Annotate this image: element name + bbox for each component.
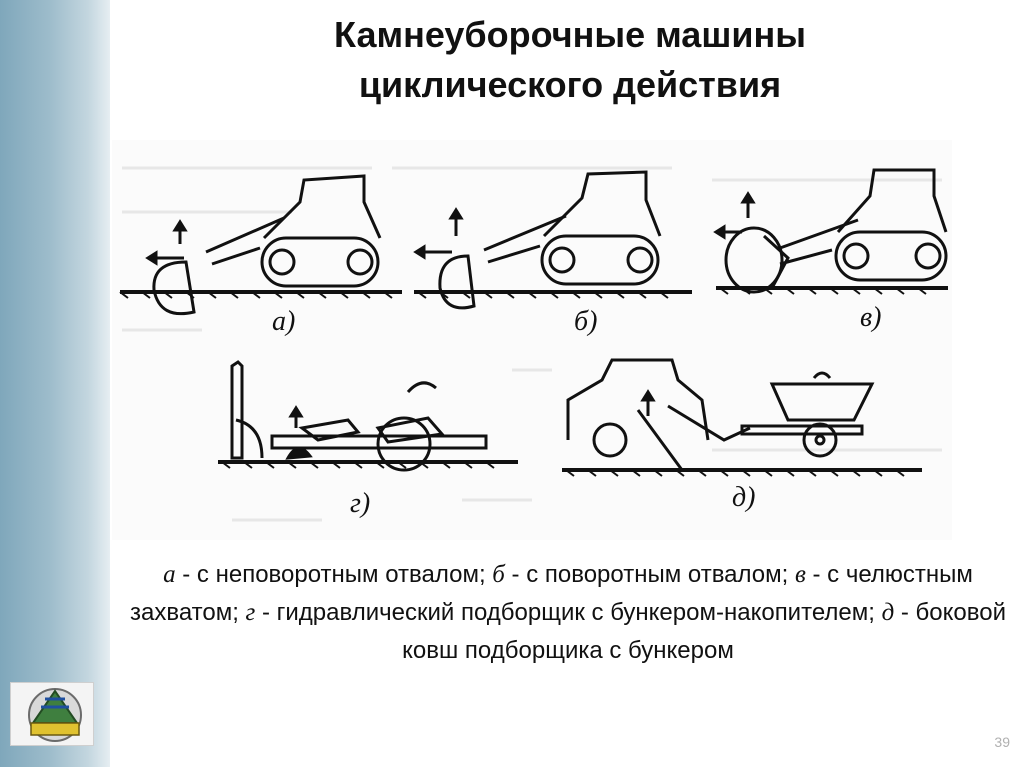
caption-letter-a: а: [163, 561, 176, 588]
label-b: б): [574, 306, 597, 337]
caption-text-b: - с поворотным отвалом;: [504, 561, 795, 588]
machine-b-drawing: [413, 170, 692, 310]
machine-d-drawing: [562, 358, 922, 477]
caption-text-d: - боковой ковш подборщика с бункером: [402, 599, 1006, 664]
title-line-2: циклического действия: [358, 64, 782, 105]
caption-text-a: - с неповоротным отвалом;: [175, 561, 493, 588]
caption-text-v: - с челюстным захватом;: [129, 561, 973, 626]
slide-title: Камнеуборочные машины циклического дейст…: [180, 10, 960, 110]
label-g: г): [350, 488, 370, 519]
caption-letter-b: б: [492, 561, 505, 588]
caption-text-g: - гидравлический подборщик с бункером-на…: [255, 599, 882, 626]
label-d: д): [732, 482, 756, 513]
caption-letter-d: д: [881, 599, 895, 626]
page-number: 39: [994, 734, 1010, 750]
machine-v-drawing: [713, 168, 948, 295]
caption-letter-v: в: [794, 561, 806, 588]
title-line-1: Камнеуборочные машины: [334, 14, 806, 55]
machine-a-drawing: [119, 174, 402, 316]
figure-caption: а - с неповоротным отвалом; б - с поворо…: [118, 556, 1018, 670]
university-logo-icon: [10, 682, 94, 746]
caption-letter-g: г: [245, 599, 256, 626]
machine-g-drawing: [218, 360, 518, 472]
label-a: а): [272, 306, 295, 337]
left-decorative-bar: [0, 0, 110, 767]
machines-figure: а) б) в): [112, 140, 952, 540]
label-v: в): [860, 302, 881, 333]
